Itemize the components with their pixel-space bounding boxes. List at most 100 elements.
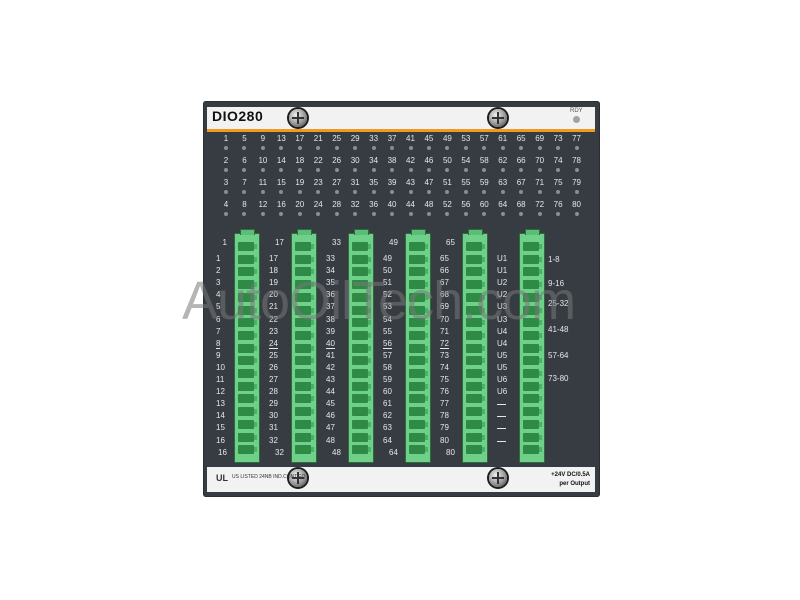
led-icon	[242, 168, 247, 172]
pin-label: 12	[216, 387, 225, 397]
output-group-label: 25-32	[548, 299, 569, 308]
pin-label: 22	[269, 314, 278, 324]
terminal-slot	[352, 381, 371, 391]
pin-label: 49	[383, 254, 392, 263]
terminal-slot	[523, 330, 542, 340]
pin-label: 36	[326, 290, 335, 300]
led-number-label: 16	[276, 200, 286, 209]
pin-label: 5	[216, 302, 221, 312]
terminal-slot	[352, 242, 371, 251]
led-number-label: 77	[572, 134, 581, 143]
pin-label: U2	[497, 278, 508, 288]
terminal-slot	[523, 369, 542, 378]
terminal-slot	[352, 254, 371, 264]
led-icon	[463, 168, 468, 172]
led-icon	[353, 190, 358, 194]
led-icon	[371, 146, 376, 150]
terminal-slot	[238, 330, 257, 340]
terminal-slot	[523, 343, 542, 353]
terminal-slot	[466, 318, 485, 328]
pin-label: U5	[497, 362, 508, 372]
spec-line-2: per Output	[559, 481, 590, 487]
pin-label: 29	[269, 399, 278, 409]
terminal-slot	[352, 267, 371, 277]
led-number-label: 56	[461, 200, 471, 209]
terminal-slot	[409, 280, 428, 290]
terminal-slot	[409, 394, 428, 404]
terminal-slot	[466, 254, 485, 264]
pin-label: 10	[216, 362, 225, 372]
pin-label: 63	[383, 423, 392, 433]
terminal-slot	[352, 280, 371, 290]
led-number-label: 17	[295, 134, 305, 143]
led-icon	[556, 212, 561, 216]
pin-label: 55	[383, 326, 392, 336]
led-number-label: 2	[223, 156, 229, 165]
pin-label: 56	[383, 338, 392, 349]
module-label-strip	[207, 107, 595, 132]
led-icon	[279, 146, 284, 150]
led-icon	[371, 190, 376, 194]
led-icon	[426, 212, 431, 216]
led-number-label: 64	[498, 200, 508, 209]
led-icon	[408, 190, 413, 194]
pin-label: 21	[269, 302, 278, 312]
pin-label: 60	[383, 387, 392, 397]
terminal-connector	[519, 229, 545, 463]
terminal-slot	[523, 394, 542, 404]
led-number-label: 45	[424, 134, 434, 143]
led-icon	[574, 212, 579, 216]
terminal-slot	[295, 419, 314, 429]
terminal-slot	[238, 369, 257, 378]
led-icon	[537, 212, 542, 216]
pin-label: U4	[497, 326, 508, 336]
led-icon	[426, 190, 431, 194]
connector-bottom-label: 16	[218, 448, 227, 457]
terminal-slot	[409, 318, 428, 328]
led-icon	[482, 190, 487, 194]
module-footer-strip	[207, 467, 595, 492]
led-number-label: 15	[276, 178, 286, 187]
led-icon	[224, 168, 228, 172]
unused-terminal-dash	[497, 416, 506, 418]
led-number-label: 79	[572, 178, 581, 187]
led-icon	[334, 190, 339, 194]
terminal-slot	[409, 242, 428, 251]
pin-label: 26	[269, 362, 278, 372]
terminal-slot	[295, 407, 314, 417]
pin-label: 41	[326, 350, 335, 360]
terminal-slot	[523, 305, 542, 315]
connector-bottom-label: 48	[332, 448, 341, 457]
led-number-label: 29	[350, 134, 360, 143]
terminal-slot	[352, 407, 371, 417]
pin-label: 18	[269, 266, 278, 276]
terminal-slot	[409, 267, 428, 277]
output-group-label: 1-8	[548, 255, 560, 264]
led-icon	[390, 212, 395, 216]
pin-label: 32	[269, 435, 278, 445]
led-number-label: 50	[442, 156, 452, 165]
terminal-slot	[466, 432, 485, 442]
connector-top-label: 33	[332, 238, 341, 247]
led-number-label: 40	[387, 200, 397, 209]
terminal-slot	[409, 419, 428, 429]
led-number-label: 31	[350, 178, 360, 187]
led-number-label: 63	[498, 178, 508, 187]
pin-label: U6	[497, 375, 508, 384]
pin-label: U6	[497, 387, 508, 397]
terminal-slot	[523, 254, 542, 264]
terminal-slot	[409, 292, 428, 302]
led-icon	[519, 168, 524, 172]
terminal-slot	[295, 280, 314, 290]
led-icon	[371, 212, 376, 216]
led-icon	[334, 168, 339, 172]
led-number-label: 51	[442, 178, 452, 187]
terminal-slot	[352, 419, 371, 429]
pin-label: 75	[440, 375, 449, 384]
led-number-label: 53	[461, 134, 471, 143]
pin-label: 27	[269, 375, 278, 384]
led-number-label: 41	[406, 134, 415, 143]
pin-label: 42	[326, 362, 335, 372]
led-number-label: 71	[535, 178, 545, 187]
pin-label: 15	[216, 423, 225, 433]
